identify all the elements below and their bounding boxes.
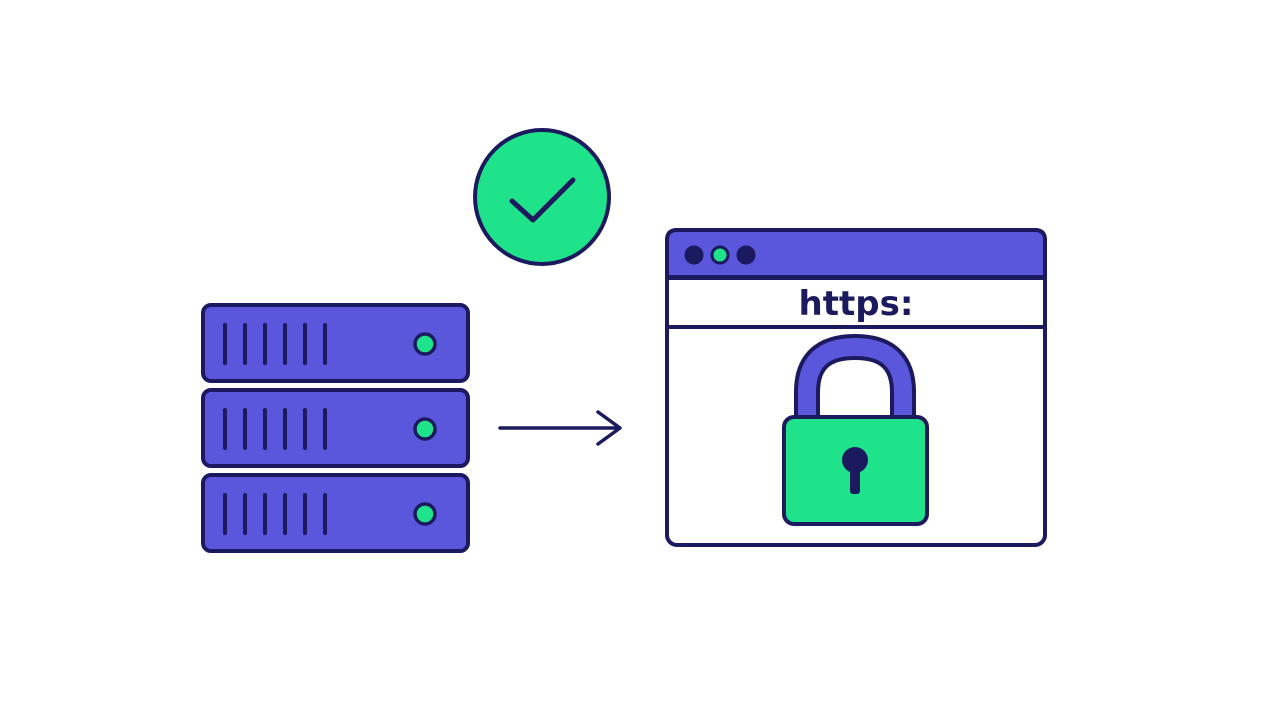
- keyhole-icon: [842, 447, 868, 473]
- address-bar-text: https:: [799, 284, 914, 324]
- server-unit: [201, 388, 470, 468]
- server-unit: [201, 303, 470, 383]
- browser-title-bar: [665, 228, 1047, 279]
- padlock-icon: [782, 334, 929, 526]
- server-unit: [201, 473, 470, 553]
- status-light-icon: [413, 417, 437, 441]
- check-circle-icon: [473, 128, 611, 266]
- arrow-right-icon: [498, 410, 622, 446]
- window-controls: [684, 245, 756, 265]
- window-dot-1-icon[interactable]: [684, 245, 704, 265]
- status-light-icon: [413, 502, 437, 526]
- server-rack-icon: [201, 303, 470, 553]
- window-dot-3-icon[interactable]: [736, 245, 756, 265]
- browser-window-icon: https:: [665, 228, 1047, 547]
- window-dot-2-icon[interactable]: [710, 245, 730, 265]
- status-light-icon: [413, 332, 437, 356]
